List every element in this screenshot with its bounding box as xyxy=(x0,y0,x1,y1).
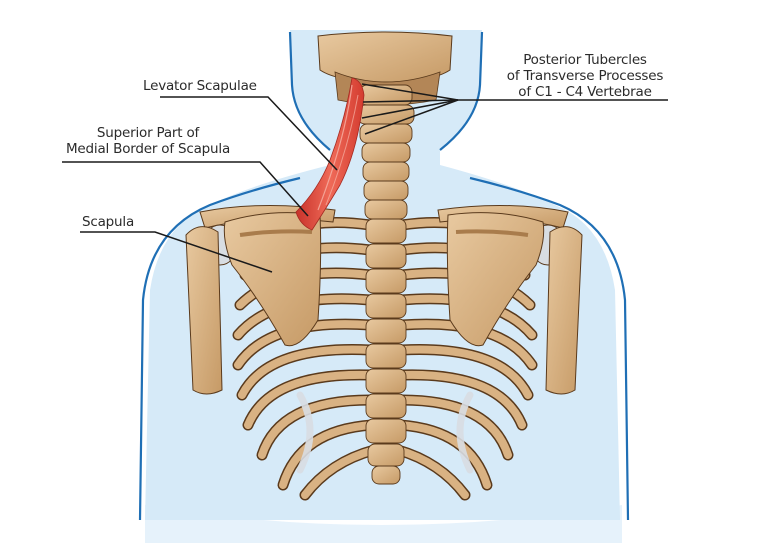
thoracic-spine xyxy=(365,218,407,485)
label-scapula: Scapula xyxy=(82,214,134,230)
label-posterior-tubercles-line1: Posterior Tubercles xyxy=(523,52,647,68)
label-posterior-tubercles-line3: of C1 - C4 Vertebrae xyxy=(518,84,652,100)
rib-cage xyxy=(232,217,538,501)
label-superior-medial-border-line2: Medial Border of Scapula xyxy=(65,141,231,157)
label-scapula-text: Scapula xyxy=(82,214,135,230)
label-posterior-tubercles-line2: of Transverse Processes xyxy=(506,68,664,84)
leader-lines xyxy=(62,83,668,273)
label-superior-medial-border-line1: Superior Part of xyxy=(96,125,200,141)
left-shoulder xyxy=(185,204,336,395)
right-shoulder xyxy=(437,204,583,395)
label-superior-medial-border: Superior Part of Medial Border of Scapul… xyxy=(48,125,248,157)
cervical-spine xyxy=(357,84,415,220)
label-posterior-tubercles: Posterior Tubercles of Transverse Proces… xyxy=(495,52,675,100)
label-levator-scapulae-text: Levator Scapulae xyxy=(143,78,257,94)
label-levator-scapulae: Levator Scapulae xyxy=(143,78,257,94)
levator-scapulae-muscle xyxy=(295,77,365,231)
